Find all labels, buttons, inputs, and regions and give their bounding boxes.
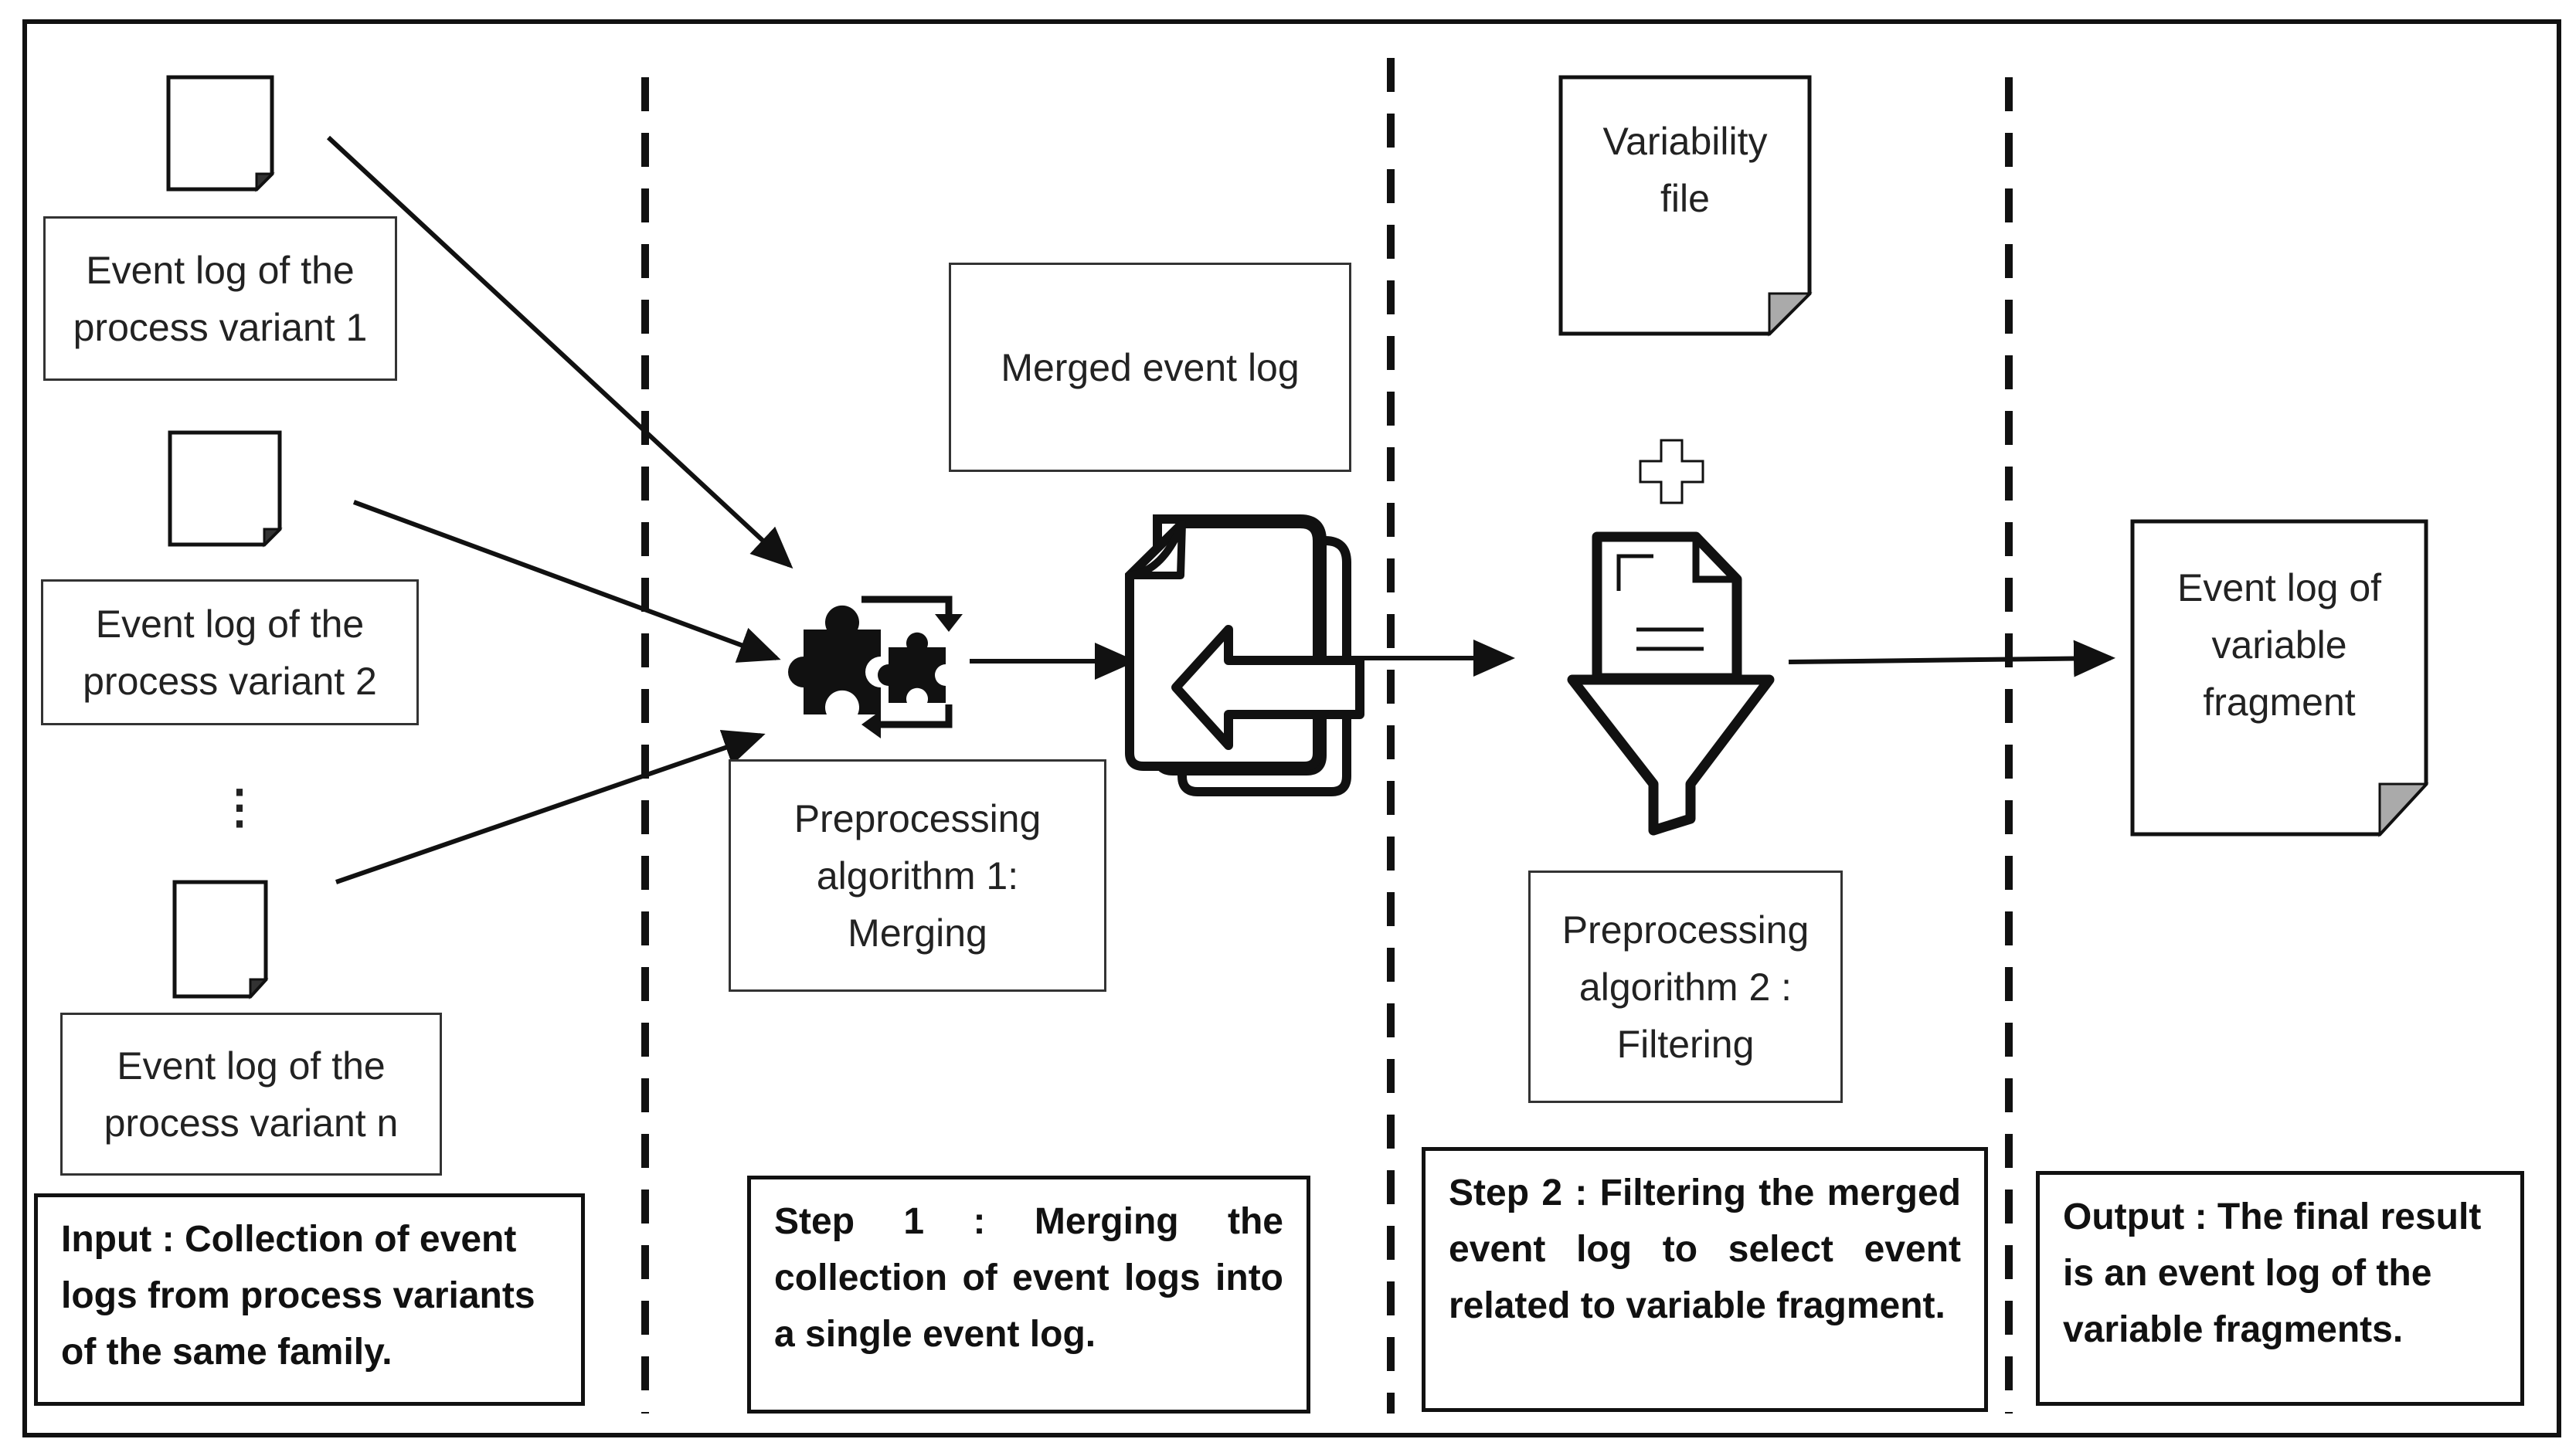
step2-description: Step 2 : Filtering the merged event log …	[1422, 1147, 1988, 1412]
filter-funnel-icon	[1567, 531, 1775, 836]
document-icon	[168, 430, 283, 548]
document-icon	[1558, 75, 1813, 337]
merging-algorithm-label: Preprocessing algorithm 1: Merging	[729, 759, 1106, 992]
step1-description: Step 1 : Merging the collection of event…	[747, 1176, 1310, 1414]
plus-icon	[1639, 439, 1704, 504]
document-icon	[2130, 519, 2429, 837]
document-icon	[166, 75, 275, 192]
output-log-label: Event log of variable fragment	[2177, 566, 2382, 724]
input-label-1: Event log of the process variant 1	[43, 216, 397, 381]
merged-log-label: Merged event log	[949, 263, 1351, 472]
input-label-2: Event log of the process variant 2	[41, 579, 419, 725]
ellipsis: ⋮	[216, 781, 263, 833]
input-label-n: Event log of the process variant n	[60, 1013, 442, 1176]
input-description: Input : Collection of event logs from pr…	[34, 1193, 585, 1406]
output-description: Output : The final result is an event lo…	[2036, 1171, 2524, 1406]
arrow-input1-to-merge	[326, 135, 793, 569]
arrow-filter-to-output	[1788, 640, 2115, 677]
arrow-inputn-to-merge	[335, 729, 766, 884]
variability-file-label: Variability file	[1602, 120, 1768, 220]
merged-files-icon	[1125, 514, 1364, 796]
puzzle-merge-icon	[788, 596, 963, 738]
document-icon	[172, 880, 269, 1000]
filtering-algorithm-label: Preprocessing algorithm 2 : Filtering	[1528, 871, 1843, 1103]
arrow-input2-to-merge	[352, 500, 781, 663]
outer-frame	[22, 19, 2561, 1437]
